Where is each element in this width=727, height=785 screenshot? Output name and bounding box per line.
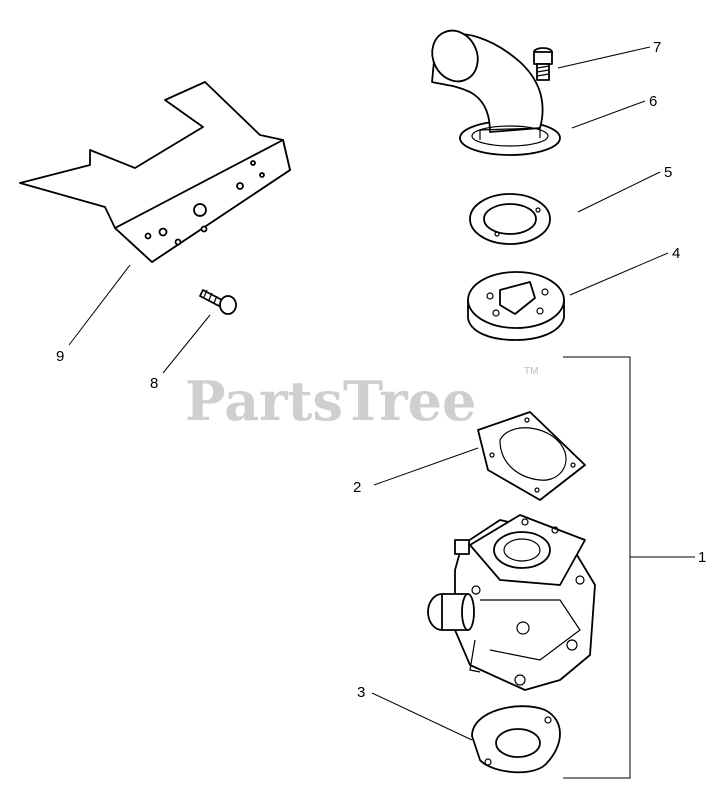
- callout-2: 2: [353, 479, 361, 496]
- watermark-trademark: TM: [524, 366, 538, 377]
- leader-9: [68, 264, 131, 346]
- watermark-text: PartsTree: [185, 369, 476, 433]
- leader-6: [571, 100, 646, 129]
- bracket-1: [563, 356, 631, 779]
- callout-1: 1: [698, 549, 706, 566]
- leader-8: [162, 314, 211, 374]
- part-7-screw[interactable]: [533, 47, 553, 81]
- part-1-carburetor[interactable]: [427, 514, 596, 691]
- leader-3: [371, 692, 473, 741]
- callout-6: 6: [649, 93, 657, 110]
- part-9-bracket[interactable]: [19, 81, 291, 263]
- leader-2: [373, 447, 479, 486]
- part-6-elbow-adapter[interactable]: [424, 23, 561, 156]
- leader-5: [577, 171, 661, 213]
- callout-4: 4: [672, 245, 680, 262]
- callout-8: 8: [150, 375, 158, 392]
- callout-5: 5: [664, 164, 672, 181]
- callout-7: 7: [653, 39, 661, 56]
- leader-4: [569, 252, 669, 296]
- part-8-screw[interactable]: [199, 289, 237, 315]
- part-5-gasket[interactable]: [469, 193, 551, 245]
- callout-9: 9: [56, 348, 64, 365]
- callout-3: 3: [357, 684, 365, 701]
- leader-7: [557, 46, 651, 69]
- part-4-spacer[interactable]: [467, 271, 565, 341]
- part-3-gasket[interactable]: [471, 705, 561, 774]
- part-2-gasket[interactable]: [477, 411, 586, 501]
